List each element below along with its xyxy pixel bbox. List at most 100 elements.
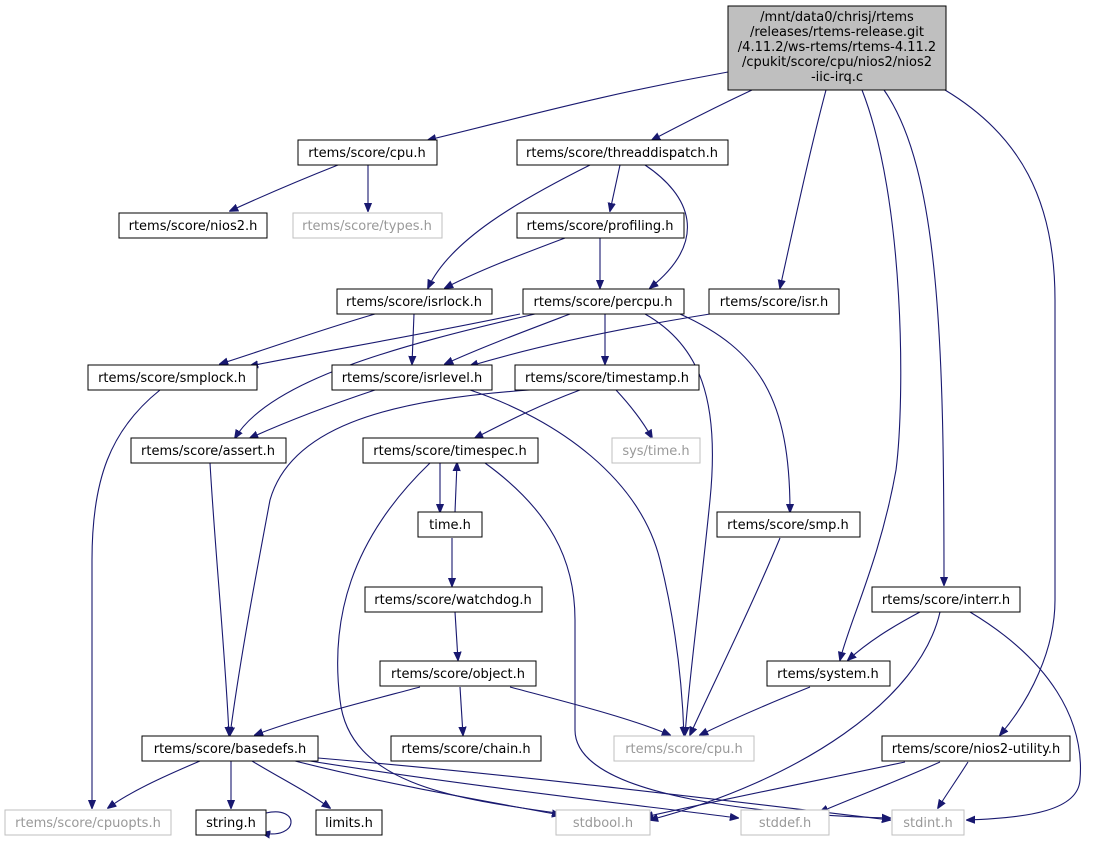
node-string-h[interactable]: string.h <box>195 809 267 836</box>
edge-utility-stddef <box>820 761 941 812</box>
node-label: rtems/score/object.h <box>391 667 525 682</box>
node-timestamp-h[interactable]: rtems/score/timestamp.h <box>514 364 700 391</box>
node-nios2-utility-h[interactable]: rtems/score/nios2-utility.h <box>881 735 1071 762</box>
edge-watchdog-object <box>455 611 458 660</box>
root-line-1: /mnt/data0/chrisj/rtems <box>760 10 914 25</box>
node-label: rtems/score/assert.h <box>141 444 275 459</box>
node-percpu-h[interactable]: rtems/score/percpu.h <box>522 288 685 315</box>
edge-interr-system <box>848 611 921 660</box>
edge-object-chain <box>460 686 463 735</box>
edge-time-timespec <box>455 463 457 513</box>
node-label: rtems/score/types.h <box>302 219 432 234</box>
node-label: rtems/score/chain.h <box>401 742 530 757</box>
edge-object-cpuext <box>509 686 670 735</box>
edge-assert-basedefs <box>209 462 229 735</box>
node-interr-h[interactable]: rtems/score/interr.h <box>871 586 1021 613</box>
node-object-h[interactable]: rtems/score/object.h <box>379 660 537 687</box>
node-types-h[interactable]: rtems/score/types.h <box>292 212 443 239</box>
root-node[interactable]: /mnt/data0/chrisj/rtems /releases/rtems-… <box>727 5 947 91</box>
edge-system-cpuext <box>700 686 811 735</box>
nodes: /mnt/data0/chrisj/rtems /releases/rtems-… <box>4 5 1071 836</box>
edge-profiling-isrlock <box>445 237 566 288</box>
node-stdbool-h[interactable]: stdbool.h <box>555 809 651 836</box>
node-threaddispatch-h[interactable]: rtems/score/threaddispatch.h <box>516 139 729 166</box>
node-cpu-h[interactable]: rtems/score/cpu.h <box>297 139 438 166</box>
edge-td-profiling <box>610 164 621 211</box>
node-label: rtems/score/isrlevel.h <box>342 371 483 386</box>
edge-timestamp-timespec <box>475 389 581 438</box>
node-label: sys/time.h <box>622 444 689 459</box>
edge-isr-isrlevel <box>470 313 711 366</box>
edge-root-interr <box>883 89 944 585</box>
node-label: rtems/score/timestamp.h <box>525 371 689 386</box>
root-line-3: /4.11.2/ws-rtems/rtems-4.11.2 <box>738 40 936 55</box>
node-time-h[interactable]: time.h <box>417 511 483 538</box>
node-label: rtems/score/profiling.h <box>526 219 673 234</box>
node-isrlevel-h[interactable]: rtems/score/isrlevel.h <box>331 364 493 391</box>
node-smplock-h[interactable]: rtems/score/smplock.h <box>87 364 258 391</box>
edge-basedefs-cpuopts <box>108 760 201 808</box>
node-label: string.h <box>206 816 256 831</box>
root-line-4: /cpukit/score/cpu/nios2/nios2 <box>742 55 932 70</box>
edge-td-percpu <box>644 164 688 288</box>
edge-isrlock-smplock <box>220 313 376 364</box>
node-label: rtems/system.h <box>777 667 879 682</box>
node-watchdog-h[interactable]: rtems/score/watchdog.h <box>364 586 543 613</box>
edge-timespec-stdbool <box>337 462 570 815</box>
edge-basedefs-limits <box>251 760 330 808</box>
edge-percpu-smplock <box>250 313 521 366</box>
node-stddef-h[interactable]: stddef.h <box>740 809 830 836</box>
node-label: rtems/score/nios2.h <box>129 219 258 234</box>
node-label: rtems/score/percpu.h <box>534 295 673 310</box>
node-timespec-h[interactable]: rtems/score/timespec.h <box>362 437 539 464</box>
node-label: rtems/score/cpuopts.h <box>15 816 161 831</box>
edge-string-self <box>262 811 292 834</box>
node-label: rtems/score/isrlock.h <box>346 295 482 310</box>
edge-smplock-cpuopts <box>92 389 161 808</box>
edge-percpu-isrlevel <box>445 313 571 364</box>
node-system-h[interactable]: rtems/system.h <box>766 660 891 687</box>
node-isr-h[interactable]: rtems/score/isr.h <box>708 288 840 315</box>
node-cpu-h-external[interactable]: rtems/score/cpu.h <box>613 735 755 762</box>
node-label: stdbool.h <box>573 816 633 831</box>
node-label: rtems/score/isr.h <box>720 295 828 310</box>
edge-isrlock-isrlevel <box>412 313 414 364</box>
node-label: rtems/score/timespec.h <box>373 444 526 459</box>
node-label: rtems/score/interr.h <box>882 593 1010 608</box>
node-label: time.h <box>429 518 471 533</box>
node-label: rtems/score/smp.h <box>727 518 849 533</box>
edge-root-threaddispatch <box>652 89 753 140</box>
edge-td-isrlock <box>428 164 591 288</box>
edge-timestamp-systime <box>615 389 652 438</box>
root-line-2: /releases/rtems-release.git <box>750 25 924 40</box>
edge-root-cpu <box>428 71 729 140</box>
edge-interr-stdbool <box>650 611 941 820</box>
node-label: rtems/score/cpu.h <box>308 146 426 161</box>
edge-root-isr <box>780 89 827 288</box>
node-basedefs-h[interactable]: rtems/score/basedefs.h <box>141 735 319 762</box>
node-cpuopts-h[interactable]: rtems/score/cpuopts.h <box>4 809 172 836</box>
node-label: rtems/score/smplock.h <box>98 371 246 386</box>
edge-object-basedefs <box>255 686 421 735</box>
edge-utility-stdbool <box>645 761 906 817</box>
edge-timestamp-basedefs <box>230 389 531 735</box>
node-label: stdint.h <box>903 816 952 831</box>
edge-root-nios2utility <box>944 89 1056 735</box>
node-systime-h[interactable]: sys/time.h <box>611 437 701 464</box>
edge-percpu-cpuext <box>644 313 713 735</box>
edge-percpu-smp <box>679 313 790 512</box>
node-smp-h[interactable]: rtems/score/smp.h <box>716 511 861 538</box>
root-line-5: -iic-irq.c <box>811 70 863 85</box>
edge-interr-stdint <box>967 611 1082 820</box>
node-limits-h[interactable]: limits.h <box>315 809 383 836</box>
node-label: limits.h <box>325 816 373 831</box>
node-nios2-h[interactable]: rtems/score/nios2.h <box>118 212 268 239</box>
node-chain-h[interactable]: rtems/score/chain.h <box>390 735 542 762</box>
node-label: stddef.h <box>759 816 811 831</box>
edge-root-system <box>840 89 902 660</box>
node-profiling-h[interactable]: rtems/score/profiling.h <box>516 212 685 239</box>
node-isrlock-h[interactable]: rtems/score/isrlock.h <box>336 288 493 315</box>
node-stdint-h[interactable]: stdint.h <box>891 809 965 836</box>
node-assert-h[interactable]: rtems/score/assert.h <box>130 437 287 464</box>
